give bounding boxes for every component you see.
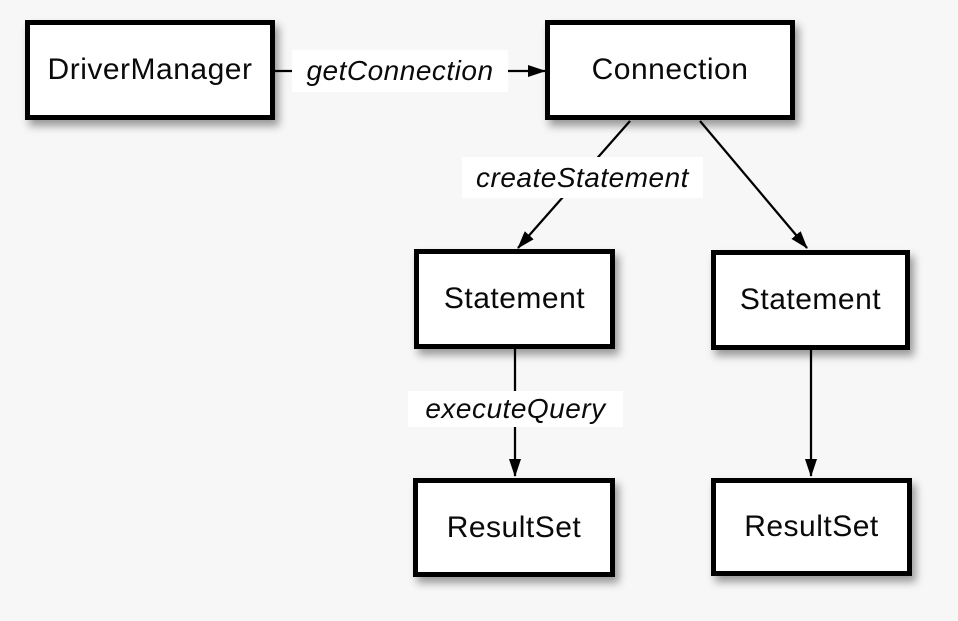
node-statement-left-label: Statement	[443, 282, 586, 315]
edge-connection-statement-right-line	[699, 120, 808, 249]
edge-label-get-connection: getConnection	[292, 50, 508, 92]
node-statement-right-label: Statement	[739, 283, 882, 316]
node-statement-right: Statement	[711, 250, 910, 350]
edge-label-execute-query: executeQuery	[408, 391, 623, 427]
node-connection-label: Connection	[591, 53, 749, 86]
node-driver-manager-label: DriverManager	[47, 53, 253, 86]
edge-label-create-statement: createStatement	[462, 157, 703, 198]
node-driver-manager: DriverManager	[25, 20, 275, 120]
node-resultset-right: ResultSet	[711, 478, 912, 576]
node-resultset-left: ResultSet	[413, 478, 615, 577]
node-resultset-left-label: ResultSet	[446, 510, 582, 544]
node-connection: Connection	[545, 20, 795, 120]
node-statement-left: Statement	[414, 249, 615, 349]
node-resultset-right-label: ResultSet	[744, 510, 879, 543]
